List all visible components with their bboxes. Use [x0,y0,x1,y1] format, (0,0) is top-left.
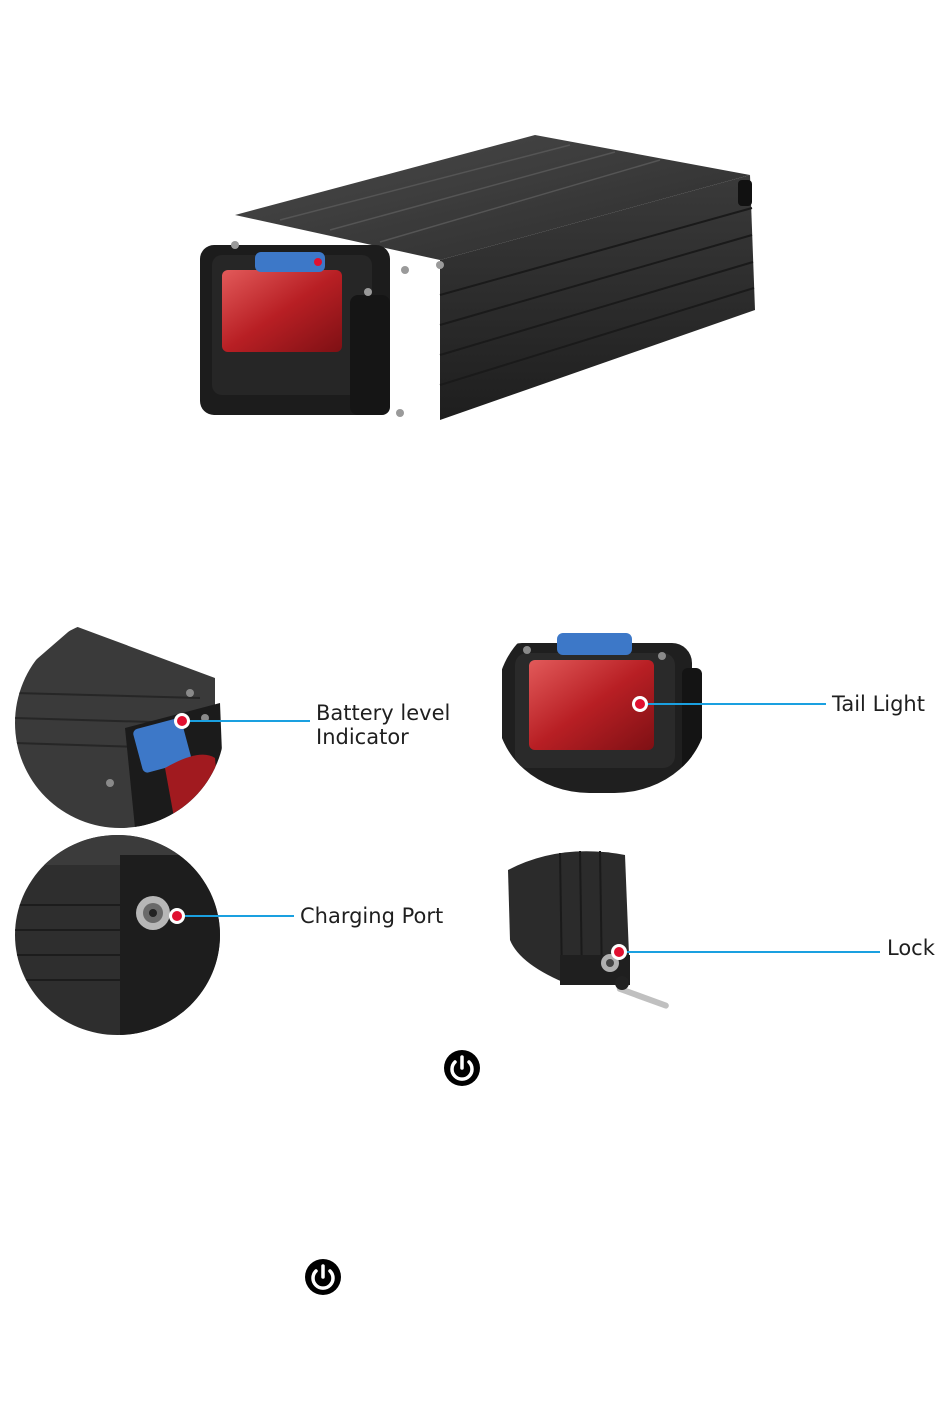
lock-callout-dot [614,947,624,957]
tail-light-callout-line [640,703,826,705]
charging-port-detail-image [15,835,220,1035]
power-icon [303,1257,343,1297]
tail-light-detail-image [497,608,707,793]
lock-label: Lock [887,936,935,960]
tail-light-callout-dot [635,699,645,709]
lock-detail-image [500,835,680,1010]
battery-level-callout-dot [177,716,187,726]
tail-light-label: Tail Light [832,692,925,716]
battery-level-label: Battery level Indicator [316,701,450,749]
power-icon [442,1048,482,1088]
charging-port-callout-line [180,915,294,917]
battery-indicator-detail-image [15,618,225,828]
battery-level-callout-line [182,720,310,722]
charging-port-label: Charging Port [300,904,443,928]
charging-port-callout-dot [172,911,182,921]
battery-product-image [190,120,770,440]
lock-callout-line [622,951,880,953]
